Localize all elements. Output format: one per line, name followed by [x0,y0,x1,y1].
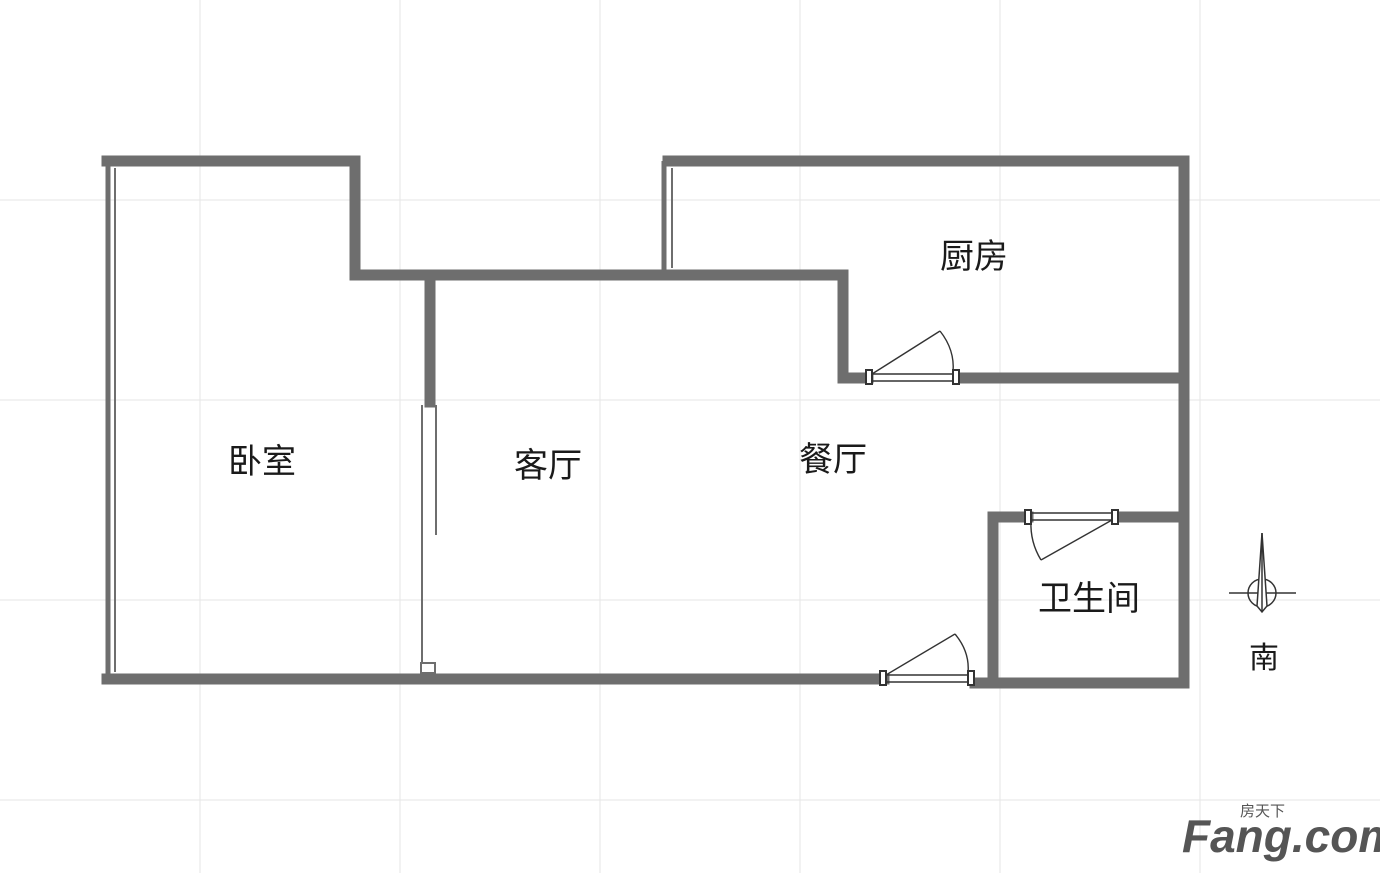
watermark-brand: Fang.com [1182,810,1380,862]
partition-glass [420,405,437,674]
compass-label: 南 [1249,641,1279,676]
wall-bathroom-left [987,511,1034,685]
entrance-door[interactable] [879,633,975,686]
bathroom-door[interactable] [1024,509,1119,561]
watermark-cn: 房天下 [1240,802,1285,820]
compass-icon [1229,532,1296,614]
wall-dining-step [662,269,874,384]
wall-kitchen-outer [662,155,1190,689]
room-label-dining-room: 餐厅 [799,440,867,480]
room-label-bathroom: 卫生间 [1038,579,1140,619]
room-label-kitchen: 厨房 [940,237,1008,277]
walls [101,155,1190,689]
fang-logo: 房天下 Fang.com [1182,802,1380,862]
wall-bedroom-top [101,155,674,281]
room-label-living-room: 客厅 [514,446,582,486]
kitchen-window [661,161,673,270]
room-label-bedroom: 卧室 [228,442,296,482]
left-window-wall [105,161,116,683]
kitchen-door[interactable] [865,330,960,385]
